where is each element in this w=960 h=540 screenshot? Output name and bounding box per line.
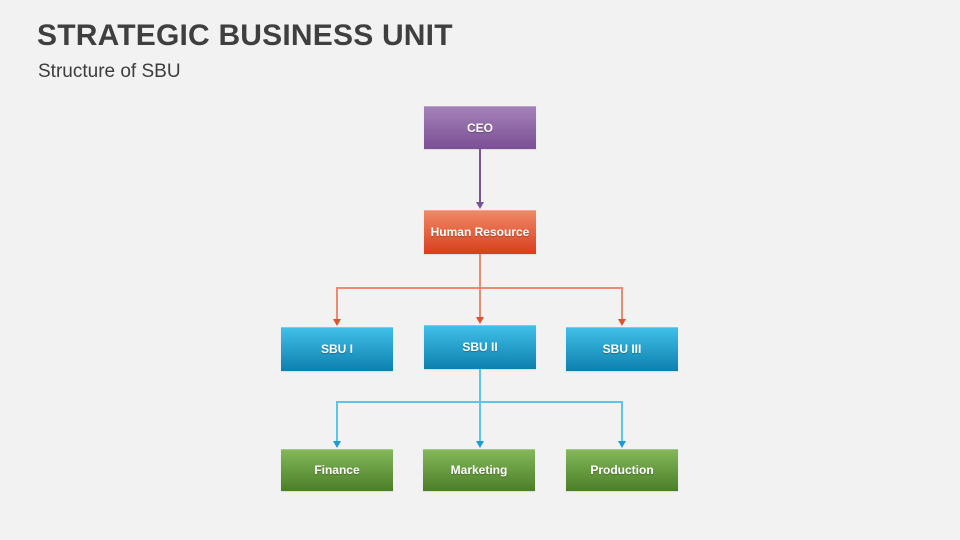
- connector-hr-to-sbu-3: [621, 287, 623, 320]
- connector-sbu2-to-marketing: [479, 401, 481, 442]
- arrow-down-icon: [476, 317, 484, 324]
- org-node-finance: Finance: [281, 449, 393, 491]
- connector-sbu2-stem: [479, 369, 481, 403]
- arrow-down-icon: [476, 441, 484, 448]
- org-node-ceo: CEO: [424, 106, 536, 149]
- slide-subtitle: Structure of SBU: [38, 61, 181, 82]
- connector-sbu2-to-production: [621, 401, 623, 442]
- connector-sbu2-to-finance: [336, 401, 338, 442]
- connector-ceo-to-hr: [479, 149, 481, 203]
- org-node-production: Production: [566, 449, 678, 491]
- arrow-down-icon: [333, 319, 341, 326]
- org-node-human-resource: Human Resource: [424, 210, 536, 254]
- arrow-down-icon: [618, 319, 626, 326]
- connector-hr-to-sbu-1: [336, 287, 338, 320]
- slide-title: STRATEGIC BUSINESS UNIT: [37, 19, 453, 52]
- arrow-down-icon: [618, 441, 626, 448]
- org-node-sbu-1: SBU I: [281, 327, 393, 371]
- arrow-down-icon: [476, 202, 484, 209]
- org-node-marketing: Marketing: [423, 449, 535, 491]
- org-node-sbu-2: SBU II: [424, 325, 536, 369]
- arrow-down-icon: [333, 441, 341, 448]
- connector-hr-stem: [479, 254, 481, 288]
- org-node-sbu-3: SBU III: [566, 327, 678, 371]
- connector-hr-to-sbu-2: [479, 287, 481, 318]
